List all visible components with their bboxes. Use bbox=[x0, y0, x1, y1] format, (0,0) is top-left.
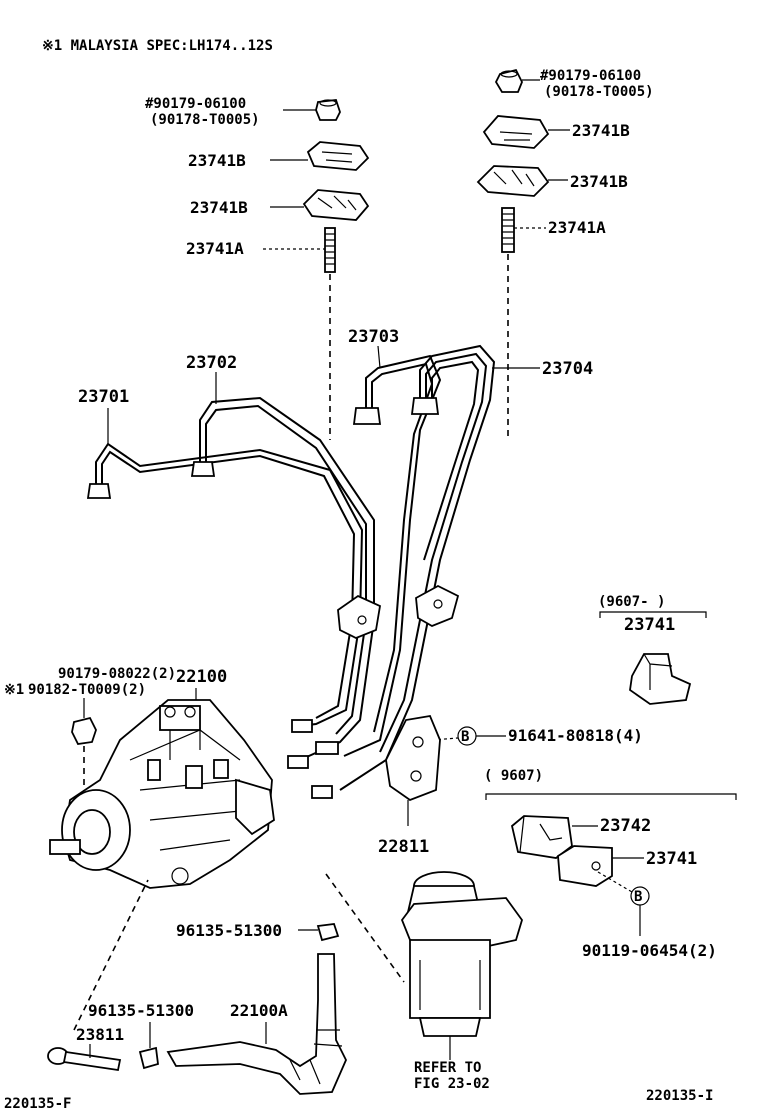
label-bracket: 22811 bbox=[378, 837, 429, 857]
label-pump: 22100 bbox=[176, 667, 227, 687]
label-fig-right: 220135-I bbox=[646, 1088, 713, 1104]
label-clamp-right-bottom: 23741B bbox=[570, 172, 628, 191]
label-bolt-b2-mark: B bbox=[634, 889, 642, 905]
clamp-right-top bbox=[482, 115, 550, 149]
injection-pipes bbox=[95, 344, 496, 791]
bracket-22811 bbox=[385, 714, 441, 802]
label-fig-left: 220135-F bbox=[4, 1096, 71, 1112]
clamp-23741-new bbox=[629, 653, 692, 705]
label-refer-2: FIG 23-02 bbox=[414, 1076, 490, 1092]
label-bolt-b-mark: B bbox=[461, 729, 469, 745]
label-clamp-left-top: 23741B bbox=[188, 151, 246, 170]
injection-pump bbox=[49, 699, 275, 889]
hose-clip-upper bbox=[316, 923, 340, 942]
hose-clip-lower bbox=[138, 1046, 159, 1070]
clamp-23741-old bbox=[557, 845, 613, 887]
label-clamp-23741-new: 23741 bbox=[624, 615, 675, 635]
clamp-right-bottom bbox=[476, 165, 550, 197]
nut-right bbox=[494, 68, 523, 93]
stud-left bbox=[324, 227, 336, 273]
label-clamp-23742: 23742 bbox=[600, 816, 651, 836]
label-range-new: (9607- ) bbox=[598, 594, 665, 610]
label-hose-clip-lower: 96135-51300 bbox=[88, 1001, 194, 1020]
label-pipe-23704: 23704 bbox=[542, 359, 593, 379]
nut-pump bbox=[71, 716, 97, 745]
label-nut-pump-b: 90182-T0009(2) bbox=[28, 682, 146, 698]
label-nut-pump-a: 90179-08022(2) bbox=[58, 666, 176, 682]
label-pipe-23701: 23701 bbox=[78, 387, 129, 407]
label-nut-left-b: (90178-T0005) bbox=[150, 112, 260, 128]
label-stud-right: 23741A bbox=[548, 218, 606, 237]
label-bolt-91641: 91641-80818(4) bbox=[508, 726, 643, 745]
clamp-left-top bbox=[306, 141, 370, 171]
label-hose-clip-upper: 96135-51300 bbox=[176, 921, 282, 940]
label-nut-right-a: #90179-06100 bbox=[540, 68, 641, 84]
label-clamp-23741-old: 23741 bbox=[646, 849, 697, 869]
stud-right bbox=[501, 207, 515, 253]
pipe-fittings bbox=[86, 397, 440, 799]
label-pipe-23702: 23702 bbox=[186, 353, 237, 373]
fuel-filter bbox=[400, 871, 523, 1037]
label-stud-left: 23741A bbox=[186, 239, 244, 258]
label-pipe-23703: 23703 bbox=[348, 327, 399, 347]
label-refer-1: REFER TO bbox=[414, 1060, 481, 1076]
label-nut-left-a: #90179-06100 bbox=[145, 96, 246, 112]
label-nut-pump-b-mark: ※1 bbox=[4, 682, 24, 698]
nut-left bbox=[315, 99, 341, 121]
label-nut-right-b: (90178-T0005) bbox=[544, 84, 654, 100]
label-hose-22100a: 22100A bbox=[230, 1001, 288, 1020]
label-range-old: ( 9607) bbox=[484, 768, 543, 784]
hose-22100a bbox=[166, 953, 347, 1095]
pipe-clamp-middle-right bbox=[415, 584, 460, 627]
label-hose-23811: 23811 bbox=[76, 1025, 124, 1044]
clamp-23742 bbox=[510, 815, 573, 859]
label-clamp-right-top: 23741B bbox=[572, 121, 630, 140]
label-bolt-90119: 90119-06454(2) bbox=[582, 941, 717, 960]
hose-23811 bbox=[47, 1047, 122, 1072]
header-note: ※1 MALAYSIA SPEC:LH174..12S bbox=[42, 38, 273, 54]
clamp-left-bottom bbox=[302, 189, 370, 221]
label-clamp-left-bottom: 23741B bbox=[190, 198, 248, 217]
pipe-clamp-middle-left bbox=[337, 594, 382, 639]
